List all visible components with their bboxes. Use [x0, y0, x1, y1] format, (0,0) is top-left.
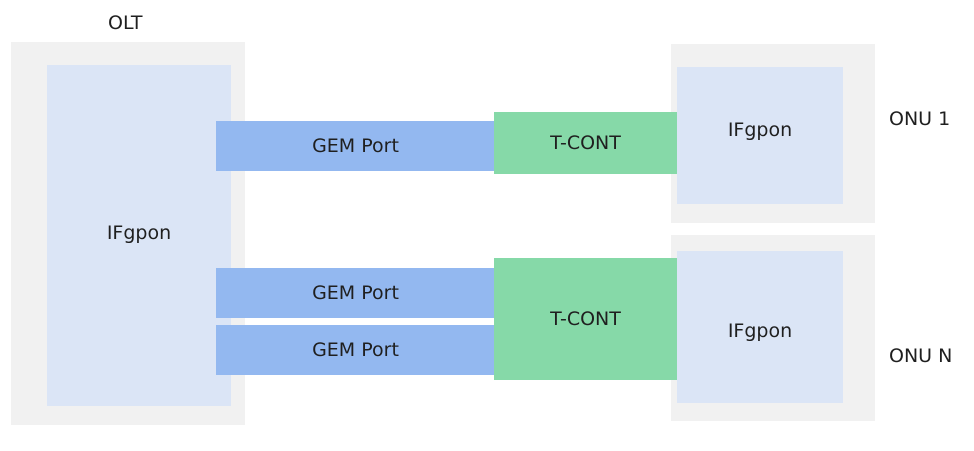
onuN-gem-port-2: GEM Port	[216, 325, 495, 375]
olt-interface-label: IFgpon	[106, 221, 172, 244]
onuN-tcont: T-CONT	[494, 258, 677, 380]
gem-port-label: GEM Port	[312, 339, 399, 361]
onu1-title: ONU 1	[889, 108, 951, 130]
onu1-interface-label: IFgpon	[727, 118, 793, 141]
onuN-title: ONU N	[889, 345, 953, 367]
onu1-interface-box: IFgpon	[677, 67, 843, 204]
onu1-tcont: T-CONT	[494, 112, 677, 174]
onu1-gem-port: GEM Port	[216, 121, 495, 171]
tcont-label: T-CONT	[550, 132, 621, 154]
gem-port-label: GEM Port	[312, 135, 399, 157]
onuN-interface-label: IFgpon	[727, 320, 793, 342]
onuN-gem-port-1: GEM Port	[216, 268, 495, 318]
tcont-label: T-CONT	[550, 308, 621, 330]
onuN-interface-box: IFgpon	[677, 251, 843, 403]
olt-interface-box: IFgpon	[47, 65, 231, 406]
olt-title: OLT	[108, 12, 143, 34]
gem-port-label: GEM Port	[312, 282, 399, 304]
